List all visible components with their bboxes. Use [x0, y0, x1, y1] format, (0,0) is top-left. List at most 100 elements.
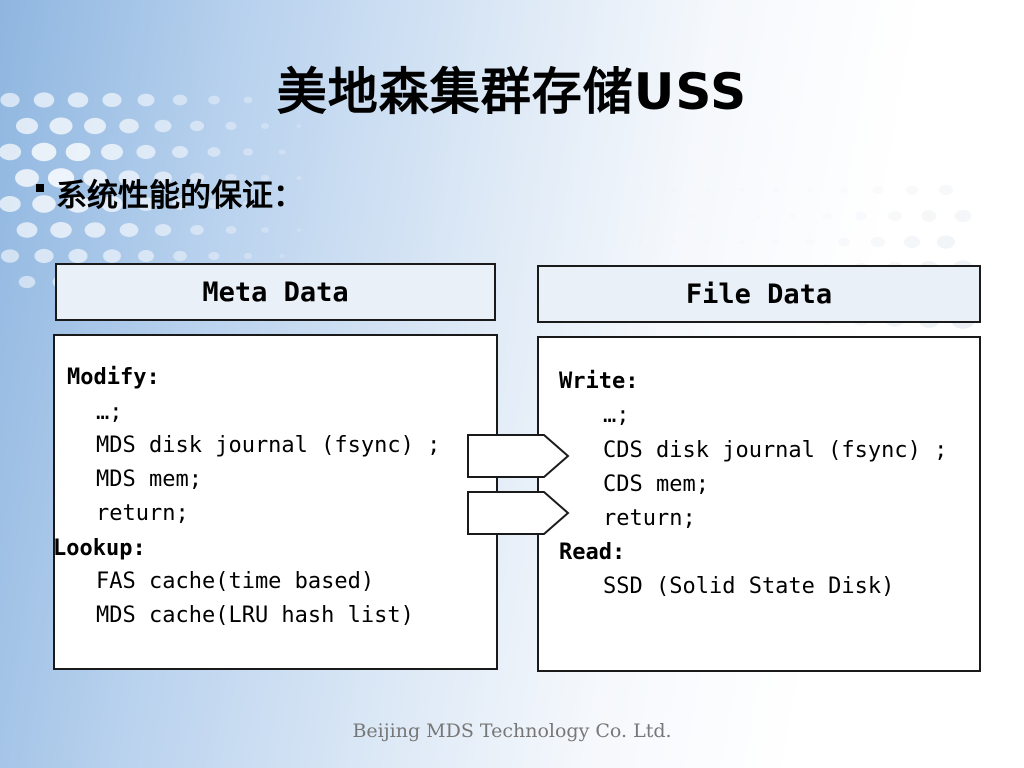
background-dot — [888, 210, 902, 222]
bullet-item: 系统性能的保证： — [36, 172, 304, 214]
right-arrow-icon — [467, 434, 570, 478]
background-dot — [903, 235, 921, 249]
background-dot — [119, 223, 139, 237]
background-dot — [207, 199, 221, 209]
background-dot — [0, 143, 22, 161]
background-dot — [136, 197, 156, 211]
background-dot — [154, 171, 172, 185]
background-dot — [49, 117, 73, 135]
background-dot — [870, 236, 886, 248]
background-dot — [0, 196, 21, 212]
background-dot — [84, 117, 106, 135]
background-dot — [278, 201, 286, 207]
background-dot — [50, 222, 72, 238]
background-dot — [637, 188, 643, 192]
background-dot — [872, 185, 884, 195]
meta-line-return: return; — [96, 501, 189, 526]
background-dot — [100, 143, 124, 161]
background-dot — [208, 95, 220, 105]
background-dot — [0, 92, 20, 108]
background-dot — [688, 214, 694, 218]
background-dot — [243, 252, 253, 260]
background-dot — [296, 228, 302, 232]
meta-line-lookup: Lookup: — [53, 536, 146, 561]
background-dot — [260, 122, 270, 130]
background-dot — [278, 97, 286, 103]
background-dot — [0, 249, 20, 263]
background-dot — [66, 195, 90, 213]
background-dot — [773, 188, 779, 192]
background-dot — [954, 209, 972, 223]
background-dot — [838, 237, 850, 247]
background-dot — [101, 196, 123, 212]
right-arrow-icon — [467, 491, 570, 535]
file-data-header-label: File Data — [685, 278, 833, 310]
background-dot — [119, 118, 139, 134]
background-dot — [260, 174, 270, 182]
background-dot — [32, 195, 56, 213]
background-dot — [136, 144, 156, 160]
background-dot — [296, 124, 302, 128]
background-dot — [789, 213, 797, 219]
background-dot — [296, 175, 302, 181]
background-dot — [68, 248, 88, 264]
background-dot — [173, 250, 187, 262]
background-dot — [243, 96, 253, 104]
background-dot — [207, 147, 221, 157]
background-dot — [67, 92, 89, 108]
background-dot — [189, 172, 205, 184]
background-dot — [84, 222, 106, 238]
background-dot — [103, 249, 121, 263]
file-data-panel: Write: …; CDS disk journal (fsync) ; CDS… — [537, 336, 981, 672]
meta-line-disk-journal: MDS disk journal (fsync) ; — [96, 433, 441, 458]
background-dot — [637, 240, 643, 244]
background-dot — [189, 120, 205, 132]
background-dot — [154, 223, 172, 237]
background-dot — [16, 222, 38, 238]
background-dot — [172, 198, 188, 210]
background-dot — [242, 148, 254, 156]
background-dot — [102, 92, 122, 108]
background-dot — [905, 185, 919, 195]
file-line-return: return; — [603, 506, 696, 531]
background-dot — [739, 188, 745, 192]
background-dot — [937, 235, 955, 249]
meta-line-ellipsis: …; — [96, 400, 123, 425]
background-dot — [190, 224, 204, 236]
bullet-text: 系统性能的保证： — [56, 177, 304, 214]
meta-data-header: Meta Data — [55, 263, 496, 321]
background-dot — [154, 119, 172, 133]
background-dot — [839, 186, 849, 194]
meta-line-modify: Modify: — [67, 365, 160, 390]
background-dot — [705, 240, 711, 244]
slide-title: 美地森集群存储USS — [276, 63, 748, 121]
meta-data-panel: Modify: …; MDS disk journal (fsync) ; MD… — [53, 334, 498, 670]
file-line-disk-journal: CDS disk journal (fsync) ; — [603, 438, 948, 463]
background-dot — [15, 169, 39, 187]
background-dot — [243, 200, 253, 208]
background-dot — [806, 187, 814, 193]
file-line-ellipsis: …; — [603, 403, 630, 428]
background-dot — [722, 214, 728, 218]
file-line-write: Write: — [559, 369, 639, 394]
meta-line-fas-cache: FAS cache(time based) — [96, 569, 375, 594]
footer-company: Beijing MDS Technology Co. Ltd. — [352, 720, 672, 742]
background-dot — [756, 214, 762, 218]
meta-line-mem: MDS mem; — [96, 467, 202, 492]
background-dot — [278, 149, 286, 155]
background-dot — [18, 275, 36, 289]
background-dot — [65, 142, 91, 162]
background-dot — [137, 93, 155, 107]
background-dot — [739, 240, 745, 244]
background-dot — [261, 227, 269, 233]
background-dot — [47, 168, 75, 188]
background-dot — [83, 169, 107, 187]
background-dot — [171, 146, 189, 158]
meta-data-header-label: Meta Data — [202, 276, 349, 308]
background-dot — [15, 117, 39, 135]
background-dot — [225, 226, 237, 234]
background-dot — [671, 188, 677, 192]
background-dot — [34, 248, 54, 264]
background-dot — [118, 170, 140, 186]
